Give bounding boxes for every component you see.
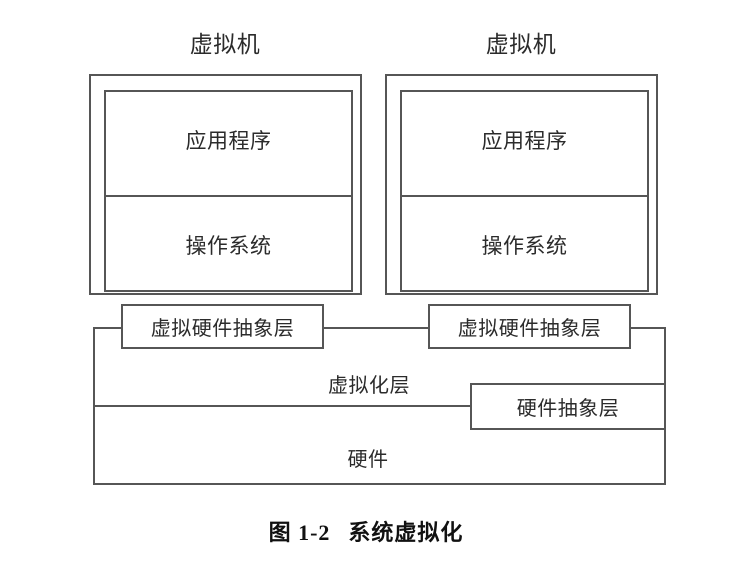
vm-title-left: 虚拟机 [189,32,261,57]
virtual-hardware-abstraction-box-right [428,304,631,349]
vm-inner-box-right [400,90,649,292]
virtualization-hardware-divider [93,405,472,407]
vm-right-layer-divider [400,195,649,197]
vm-left-layer-os: 操作系统 [185,234,272,258]
vm-left-layer-divider [104,195,353,197]
figure-caption: 图 1-2 系统虚拟化 [0,515,732,547]
platform-top-edge-segment-left [93,327,123,329]
virtualization-layer-label: 虚拟化层 [328,374,410,397]
vm-right-layer-os: 操作系统 [481,234,568,258]
vm-left-layer-application: 应用程序 [185,129,272,153]
vm-right-layer-application: 应用程序 [481,129,568,153]
hardware-abstraction-layer-label: 硬件抽象层 [516,398,620,420]
platform-bottom-edge [93,483,666,485]
virtual-hardware-abstraction-label-left: 虚拟硬件抽象层 [150,318,295,340]
platform-top-edge-segment-right [629,327,666,329]
hardware-abstraction-layer-box [470,383,666,430]
figure-caption-number: 图 1-2 [268,520,331,545]
vm-title-right: 虚拟机 [485,32,557,57]
hardware-label: 硬件 [347,448,389,471]
virtual-hardware-abstraction-label-right: 虚拟硬件抽象层 [457,318,602,340]
platform-top-edge-segment-middle [322,327,430,329]
vm-inner-box-left [104,90,353,292]
figure-caption-title: 系统虚拟化 [348,520,464,545]
virtual-hardware-abstraction-box-left [121,304,324,349]
